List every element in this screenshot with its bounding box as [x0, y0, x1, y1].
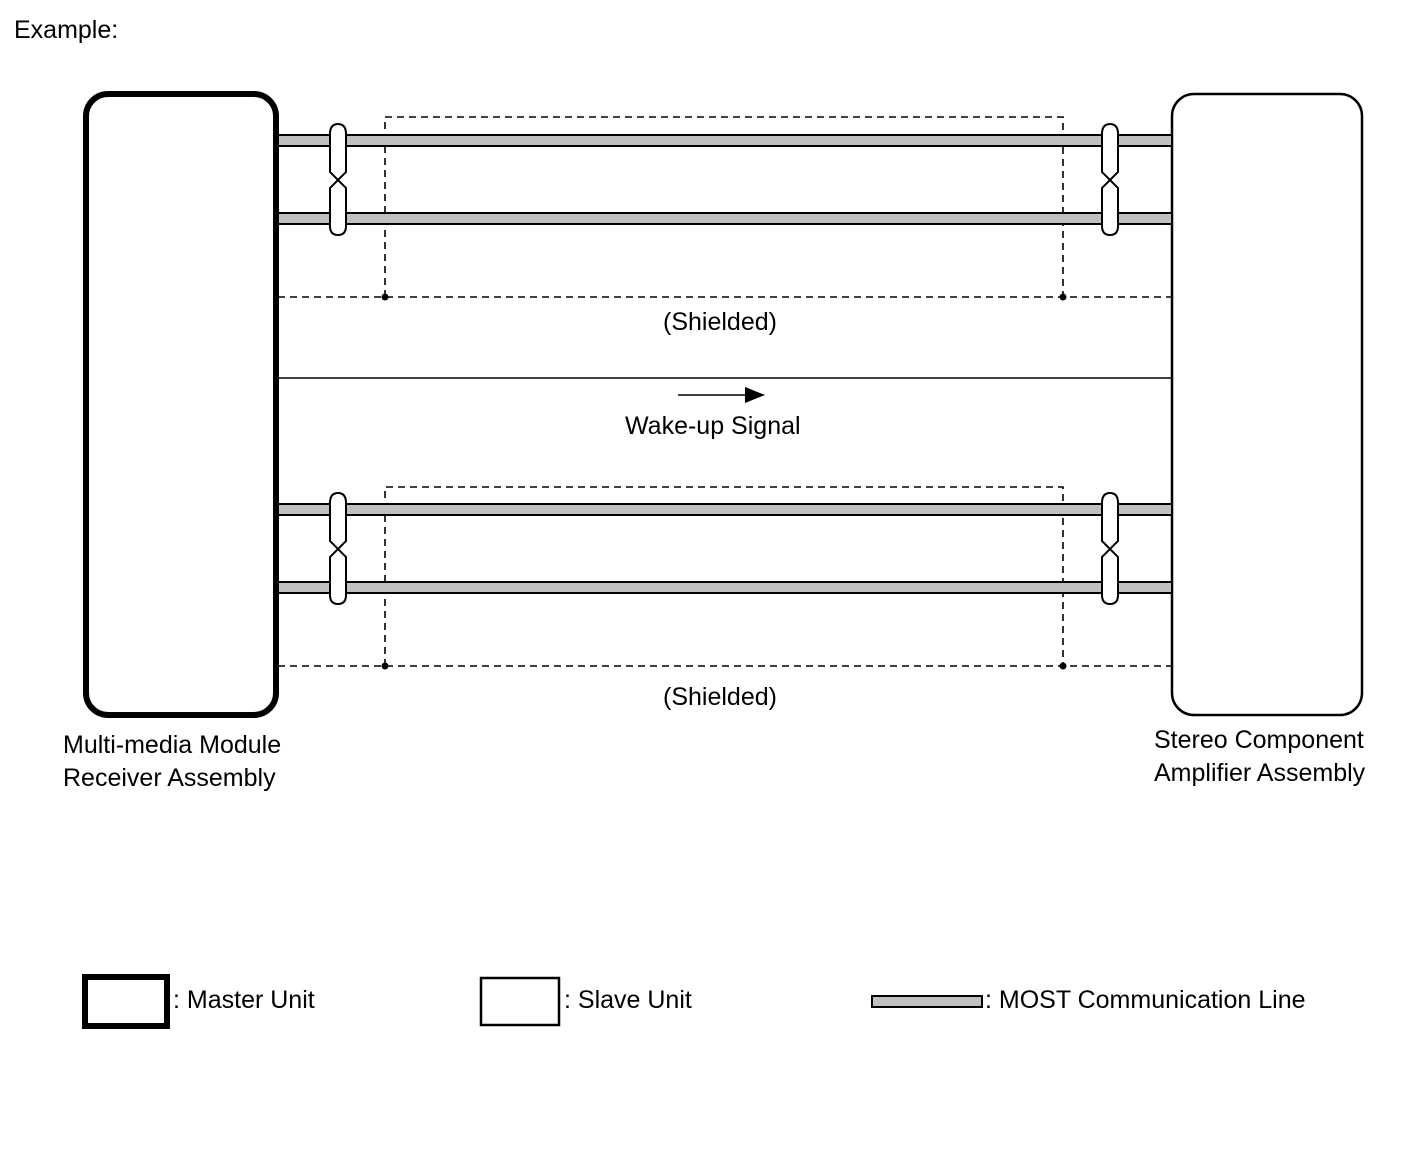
- lower-shield-node-left: [381, 662, 389, 670]
- most-line-1: [277, 134, 1173, 147]
- example-heading: Example:: [14, 16, 119, 44]
- most-line-3: [277, 503, 1173, 516]
- upper-shield-outline: [278, 116, 1172, 298]
- shield-label-bottom: (Shielded): [663, 683, 777, 711]
- legend-most-label: : MOST Communication Line: [985, 986, 1306, 1014]
- wakeup-line-group: [278, 377, 1172, 403]
- slave-device-name-line1: Stereo Component: [1154, 726, 1364, 754]
- upper-shield-node-right: [1059, 293, 1067, 301]
- lower-shield-node-right: [1059, 662, 1067, 670]
- slave-device-name-line2: Amplifier Assembly: [1154, 759, 1366, 787]
- master-unit-box: [83, 91, 279, 718]
- wakeup-label: Wake-up Signal: [625, 412, 801, 440]
- legend-slave-swatch: [479, 976, 561, 1027]
- legend-most-swatch: [871, 995, 983, 1008]
- upper-most-pair: [277, 116, 1173, 301]
- wakeup-arrow-icon: [745, 387, 765, 403]
- master-device-name-line1: Multi-media Module: [63, 731, 282, 759]
- master-device-name-line2: Receiver Assembly: [63, 764, 276, 792]
- most-line-2: [277, 212, 1173, 225]
- slave-unit-box: [1170, 92, 1364, 717]
- legend-slave-label: : Slave Unit: [564, 986, 692, 1014]
- twist-symbol-upper-right: [1101, 122, 1119, 237]
- most-line-4: [277, 581, 1173, 594]
- twist-symbol-lower-right: [1101, 491, 1119, 606]
- twist-symbol-lower-left: [329, 491, 347, 606]
- shield-label-top: (Shielded): [663, 308, 777, 336]
- lower-shield-outline: [278, 486, 1172, 667]
- upper-shield-node-left: [381, 293, 389, 301]
- lower-most-pair: [277, 486, 1173, 670]
- legend-master-swatch: [82, 974, 170, 1029]
- legend-master-label: : Master Unit: [173, 986, 315, 1014]
- twist-symbol-upper-left: [329, 122, 347, 237]
